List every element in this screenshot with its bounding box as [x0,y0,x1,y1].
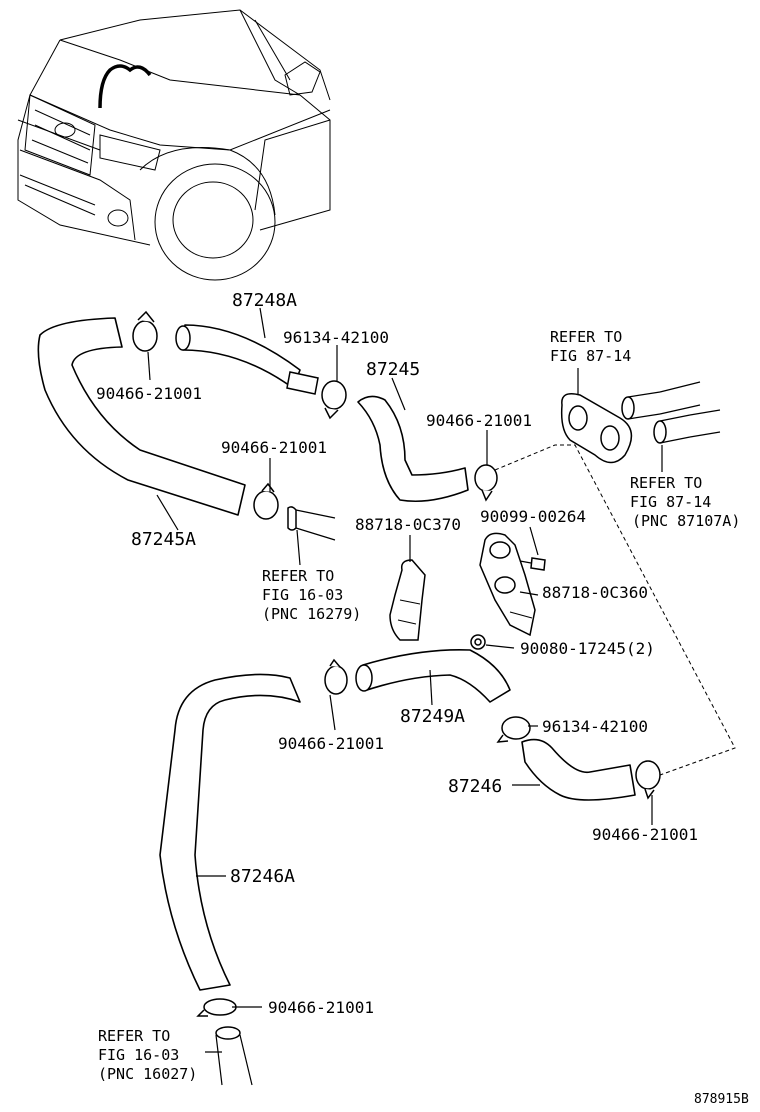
svg-text:(PNC 16027): (PNC 16027) [98,1065,197,1083]
svg-text:FIG 16-03: FIG 16-03 [98,1046,179,1064]
clamp-g[interactable] [635,760,661,800]
label-87246: 87246 [448,776,502,797]
svg-text:(PNC 16279): (PNC 16279) [262,605,361,623]
diagram-code: 878915B [694,1092,749,1107]
svg-text:FIG 87-14: FIG 87-14 [630,493,711,511]
clip-88718-0C370[interactable] [389,559,426,641]
label-96134-mid: 96134-42100 [542,717,648,736]
svg-text:REFER TO: REFER TO [98,1027,170,1045]
ref-fig-16-03-mid: REFER TO FIG 16-03 (PNC 16279) [262,567,361,623]
clamp-h[interactable] [196,998,237,1017]
clamp-d[interactable] [253,482,279,520]
svg-text:REFER TO: REFER TO [630,474,702,492]
nut-90080-17245[interactable] [470,634,486,650]
bracket-88718-0C360[interactable] [479,532,536,637]
label-90466-b: 90466-21001 [426,411,532,430]
svg-text:FIG 87-14: FIG 87-14 [550,347,631,365]
leader-lines [147,307,663,1053]
label-87249A: 87249A [400,706,465,727]
truck-illustration [17,9,331,281]
pipe-stub-fig16-03-mid [287,506,336,541]
label-90080-17245: 90080-17245(2) [520,639,655,658]
label-96134-top: 96134-42100 [283,328,389,347]
label-88718-0C360: 88718-0C360 [542,583,648,602]
grommet-plate[interactable] [560,393,633,464]
label-88718-0C370: 88718-0C370 [355,515,461,534]
hose-87245A[interactable] [37,317,246,516]
bolt-90099-00264[interactable] [519,557,546,571]
label-87245: 87245 [366,359,420,380]
hose-87246A[interactable] [159,673,301,991]
reference-dashed-line [494,444,736,776]
clamp-c[interactable] [474,464,498,502]
hose-87248A[interactable] [175,324,319,395]
ref-fig-16-03-bottom: REFER TO FIG 16-03 (PNC 16027) [98,1027,197,1083]
label-90466-e: 90466-21001 [592,825,698,844]
label-90466-c: 90466-21001 [221,438,327,457]
hose-87245[interactable] [357,395,469,503]
label-90466-a: 90466-21001 [96,384,202,403]
label-90466-f: 90466-21001 [268,998,374,1017]
label-90466-d: 90466-21001 [278,734,384,753]
label-90099-00264: 90099-00264 [480,507,586,526]
label-87248A: 87248A [232,290,297,311]
hose-87249A[interactable] [355,648,511,703]
svg-text:FIG 16-03: FIG 16-03 [262,586,343,604]
ref-fig-87-14-top: REFER TO FIG 87-14 [550,328,631,365]
clamp-e[interactable] [324,658,348,695]
label-87245A: 87245A [131,529,196,550]
label-87246A: 87246A [230,866,295,887]
clamp-a[interactable] [132,310,158,352]
svg-text:REFER TO: REFER TO [550,328,622,346]
clamp-b[interactable] [321,380,347,420]
pipe-stubs-fig87-14 [621,381,721,444]
clamp-f[interactable] [496,716,531,743]
ref-fig-87-14-right: REFER TO FIG 87-14 (PNC 87107A) [630,474,740,530]
svg-text:REFER TO: REFER TO [262,567,334,585]
pipe-stub-fig16-03-bottom [215,1026,253,1086]
svg-text:(PNC 87107A): (PNC 87107A) [632,512,740,530]
hose-87246[interactable] [521,738,636,801]
